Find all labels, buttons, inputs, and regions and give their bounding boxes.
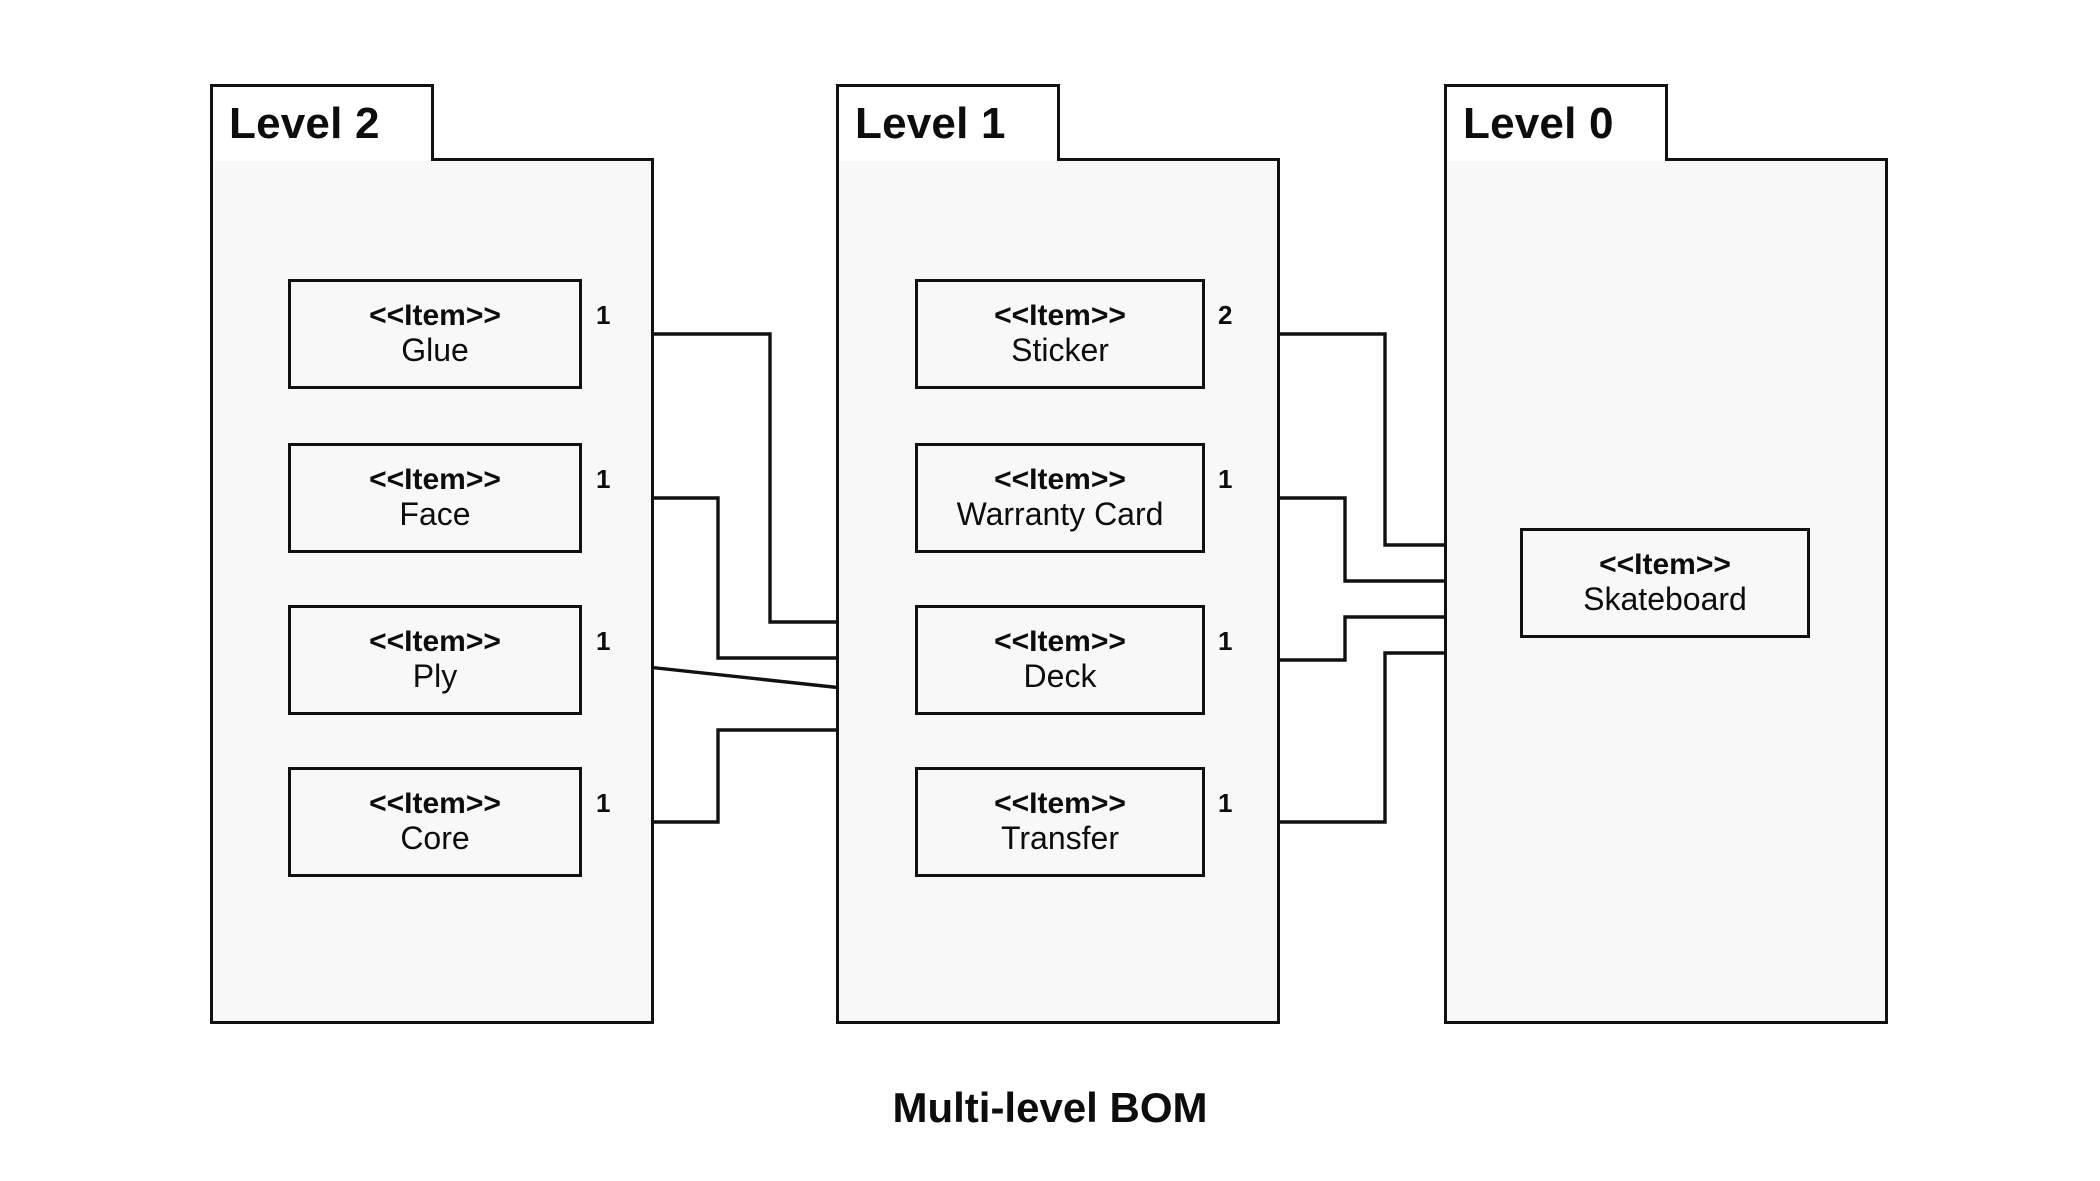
item-stereotype: <<Item>> <box>369 625 501 659</box>
item-box-core[interactable]: <<Item>> Core <box>288 767 582 877</box>
multiplicity-warranty-skateboard: 1 <box>1218 464 1233 494</box>
item-name-deck: Deck <box>1023 657 1097 694</box>
package-tab-level-2[interactable]: Level 2 <box>210 84 434 161</box>
item-box-deck[interactable]: <<Item>> Deck <box>915 605 1205 715</box>
item-name-glue: Glue <box>401 331 469 368</box>
item-stereotype: <<Item>> <box>369 299 501 333</box>
item-box-glue[interactable]: <<Item>> Glue <box>288 279 582 389</box>
item-box-skateboard[interactable]: <<Item>> Skateboard <box>1520 528 1810 638</box>
multiplicity-sticker-skateboard: 2 <box>1218 300 1233 330</box>
item-stereotype: <<Item>> <box>369 787 501 821</box>
item-name-skateboard: Skateboard <box>1583 580 1747 617</box>
package-tab-level-0[interactable]: Level 0 <box>1444 84 1668 161</box>
item-name-warranty-card: Warranty Card <box>956 495 1164 532</box>
item-box-warranty-card[interactable]: <<Item>> Warranty Card <box>915 443 1205 553</box>
item-name-core: Core <box>400 819 470 856</box>
item-box-ply[interactable]: <<Item>> Ply <box>288 605 582 715</box>
package-label-level-1: Level 1 <box>855 99 1006 148</box>
package-label-level-2: Level 2 <box>229 99 380 148</box>
multiplicity-deck-skateboard: 1 <box>1218 626 1233 656</box>
package-label-level-0: Level 0 <box>1463 99 1614 148</box>
diagram-title: Multi-level BOM <box>892 1084 1208 1131</box>
item-box-sticker[interactable]: <<Item>> Sticker <box>915 279 1205 389</box>
item-stereotype: <<Item>> <box>994 463 1126 497</box>
item-box-transfer[interactable]: <<Item>> Transfer <box>915 767 1205 877</box>
multiplicity-transfer-skateboard: 1 <box>1218 788 1233 818</box>
package-tab-level-1[interactable]: Level 1 <box>836 84 1060 161</box>
multiplicity-face-deck: 1 <box>596 464 611 494</box>
item-name-face: Face <box>399 495 471 532</box>
multiplicity-core-deck: 1 <box>596 788 611 818</box>
item-name-sticker: Sticker <box>1011 331 1109 368</box>
item-stereotype: <<Item>> <box>994 299 1126 333</box>
item-stereotype: <<Item>> <box>994 787 1126 821</box>
item-name-ply: Ply <box>412 657 458 694</box>
item-stereotype: <<Item>> <box>1599 548 1731 582</box>
item-name-transfer: Transfer <box>1001 819 1119 856</box>
item-stereotype: <<Item>> <box>994 625 1126 659</box>
multiplicity-ply-deck: 1 <box>596 626 611 656</box>
item-stereotype: <<Item>> <box>369 463 501 497</box>
item-box-face[interactable]: <<Item>> Face <box>288 443 582 553</box>
multiplicity-glue-deck: 1 <box>596 300 611 330</box>
